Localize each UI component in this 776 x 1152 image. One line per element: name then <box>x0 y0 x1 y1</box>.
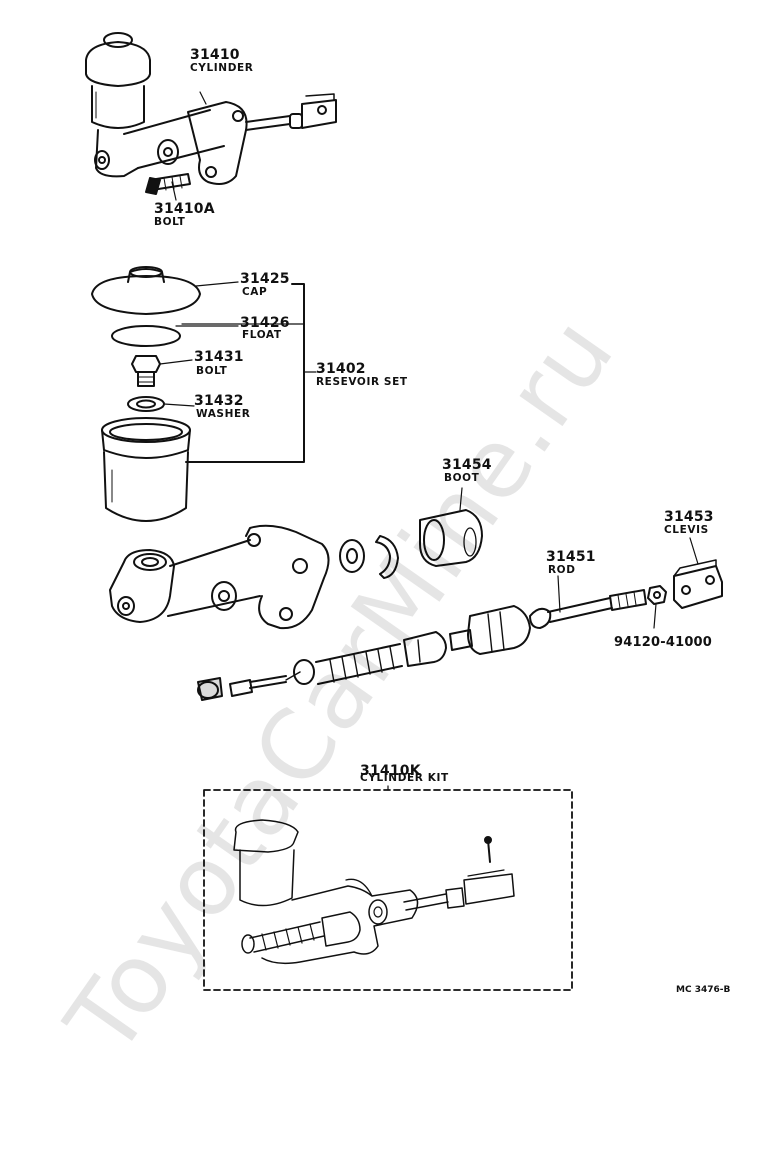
part-number-reservoir-bolt: 31431 <box>194 349 244 365</box>
part-number-bolt-a: 31410A <box>154 201 215 217</box>
part-name-float: FLOAT <box>242 329 282 341</box>
part-number-reservoir-set: 31402 <box>316 361 366 377</box>
reservoir-set-drawing <box>91 91 317 522</box>
part-number-float: 31426 <box>240 315 290 331</box>
part-name-clevis: CLEVIS <box>664 524 709 536</box>
part-name-cylinder-kit: CYLINDER KIT <box>360 772 449 784</box>
cylinder-body-drawing <box>109 487 723 701</box>
part-name-rod: ROD <box>548 564 576 576</box>
part-number-boot: 31454 <box>442 457 492 473</box>
part-name-washer: WASHER <box>196 408 251 420</box>
part-name-cap: CAP <box>242 286 268 298</box>
diagram-code: MC 3476-B <box>676 985 731 995</box>
part-number-clevis: 31453 <box>664 509 714 525</box>
part-name-bolt-a: BOLT <box>154 216 186 228</box>
part-number-washer: 31432 <box>194 393 244 409</box>
part-number-cylinder-kit: 31410K <box>360 763 421 779</box>
part-name-cylinder: CYLINDER <box>190 62 254 74</box>
cylinder-kit-drawing <box>203 785 573 991</box>
part-number-cap: 31425 <box>240 271 290 287</box>
part-name-boot: BOOT <box>444 472 480 484</box>
part-number-nut: 94120-41000 <box>614 635 713 650</box>
part-name-reservoir-set: RESEVOIR SET <box>316 376 408 388</box>
part-number-cylinder: 31410 <box>190 47 240 63</box>
part-number-rod: 31451 <box>546 549 596 565</box>
part-name-reservoir-bolt: BOLT <box>196 365 228 377</box>
assembled-cylinder-drawing <box>85 32 337 195</box>
